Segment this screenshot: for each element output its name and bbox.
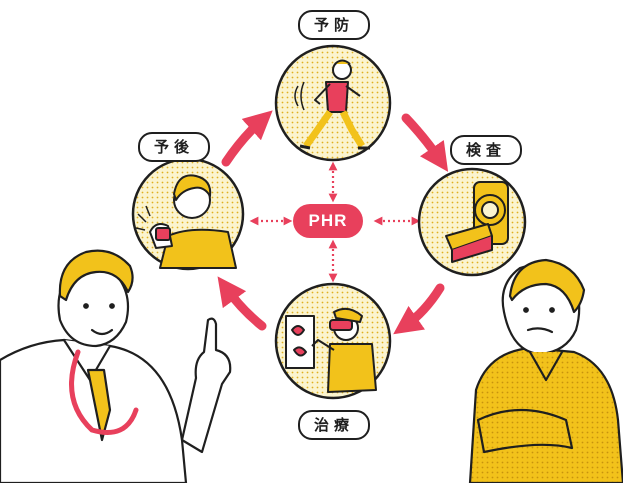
arrow-treatment-to-prognosis: [217, 276, 267, 331]
arrow-prevention-to-exam: [401, 113, 449, 172]
exam-circle: [417, 167, 527, 277]
label-prevention: 予防: [298, 10, 371, 40]
vr-rehab-icon: [285, 307, 377, 393]
doctor-icon: [0, 249, 232, 483]
treatment-circle: [274, 282, 392, 400]
phr-badge: [293, 204, 363, 238]
label-treatment: 治療: [298, 410, 371, 440]
patient-icon: [468, 258, 623, 483]
phr-label: PHR: [308, 211, 348, 230]
ct-scanner-icon: [445, 181, 509, 263]
arrow-exam-to-treatment: [393, 283, 445, 335]
prevention-circle: [274, 44, 392, 162]
phr-connectors: [249, 161, 421, 283]
cycle-arrows: [217, 110, 449, 335]
label-prognosis: 予後: [138, 132, 211, 162]
prognosis-circle: [131, 157, 245, 271]
label-exam: 検査: [450, 135, 523, 165]
walking-man-icon: [294, 59, 370, 150]
arrow-prognosis-to-prevention: [221, 110, 273, 167]
smartwatch-man-icon: [135, 174, 237, 269]
